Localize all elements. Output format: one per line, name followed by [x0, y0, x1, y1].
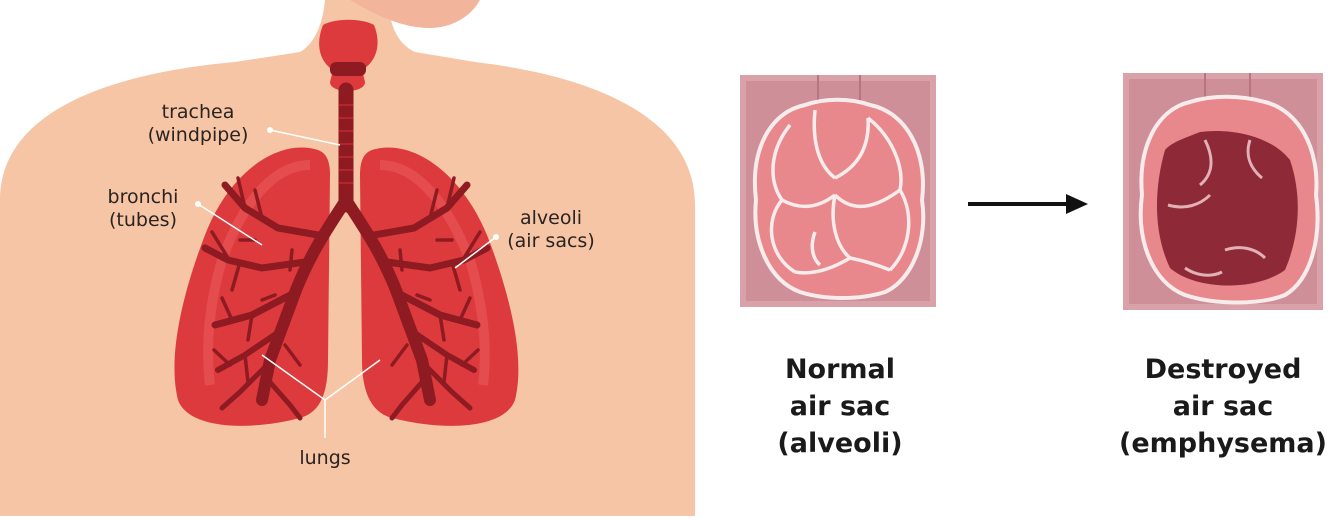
transition-arrow [968, 194, 1088, 214]
caption-destroyed-line2: air sac [1110, 388, 1336, 425]
caption-normal-line3: (alveoli) [745, 425, 935, 462]
caption-destroyed-air-sac: Destroyed air sac (emphysema) [1110, 351, 1336, 462]
caption-normal-air-sac: Normal air sac (alveoli) [745, 351, 935, 462]
label-bronchi: bronchi (tubes) [88, 186, 198, 232]
label-lungs-line1: lungs [285, 447, 365, 470]
caption-normal-line1: Normal [745, 351, 935, 388]
label-lungs: lungs [285, 447, 365, 470]
label-bronchi-line2: (tubes) [88, 209, 198, 232]
label-alveoli-line2: (air sacs) [496, 230, 606, 253]
caption-destroyed-line1: Destroyed [1110, 351, 1336, 388]
label-alveoli-line1: alveoli [496, 207, 606, 230]
caption-destroyed-line3: (emphysema) [1110, 425, 1336, 462]
label-trachea-line1: trachea [128, 101, 268, 124]
label-bronchi-line1: bronchi [88, 186, 198, 209]
label-trachea-line2: (windpipe) [128, 124, 268, 147]
label-trachea: trachea (windpipe) [128, 101, 268, 147]
label-alveoli: alveoli (air sacs) [496, 207, 606, 253]
caption-normal-line2: air sac [745, 388, 935, 425]
destroyed-air-sac-illustration [1123, 73, 1323, 310]
normal-air-sac-illustration [740, 75, 936, 307]
